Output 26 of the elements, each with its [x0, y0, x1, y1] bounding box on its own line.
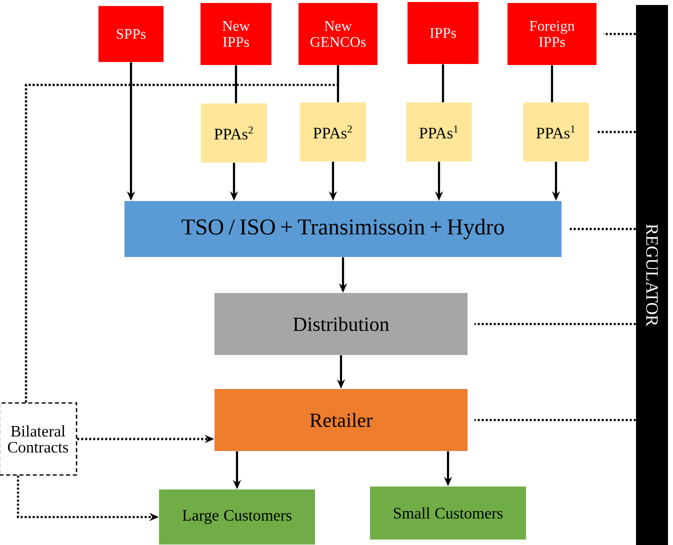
- line: [234, 65, 238, 104]
- dotted-line: [474, 418, 636, 422]
- dotted-line: [596, 130, 636, 134]
- contracts-box: Bilateral Contracts: [0, 402, 78, 476]
- regulator-bar: REGULATOR: [636, 5, 668, 545]
- line: [550, 65, 554, 102]
- generator-box: IPPs: [408, 2, 478, 64]
- generator-box: New IPPs: [200, 3, 272, 65]
- generator-box: New GENCOs: [298, 3, 378, 65]
- dotted-line: [24, 65, 340, 402]
- ppa-box: PPAs$^{2}$: [201, 104, 267, 162]
- line: [442, 64, 444, 102]
- line: [336, 65, 340, 102]
- distribution-box: Distribution: [214, 293, 468, 355]
- ppa-box: PPAs$^{1}$: [406, 102, 472, 162]
- dotted-line: [474, 322, 636, 326]
- transmission-box: TSO / ISO + Transimissoin + Hydro: [124, 201, 562, 257]
- ppa-box: PPAs$^{2}$: [300, 102, 366, 162]
- generator-box: SPPs: [98, 6, 164, 62]
- ppa-box: PPAs$^{1}$: [523, 102, 589, 162]
- customer-box: Small Customers: [370, 486, 526, 540]
- retailer-box: Retailer: [214, 389, 468, 451]
- generator-box: Foreign IPPs: [507, 3, 597, 65]
- dotted-line: [568, 228, 636, 230]
- dotted-line: [603, 32, 636, 36]
- customer-box: Large Customers: [159, 490, 315, 544]
